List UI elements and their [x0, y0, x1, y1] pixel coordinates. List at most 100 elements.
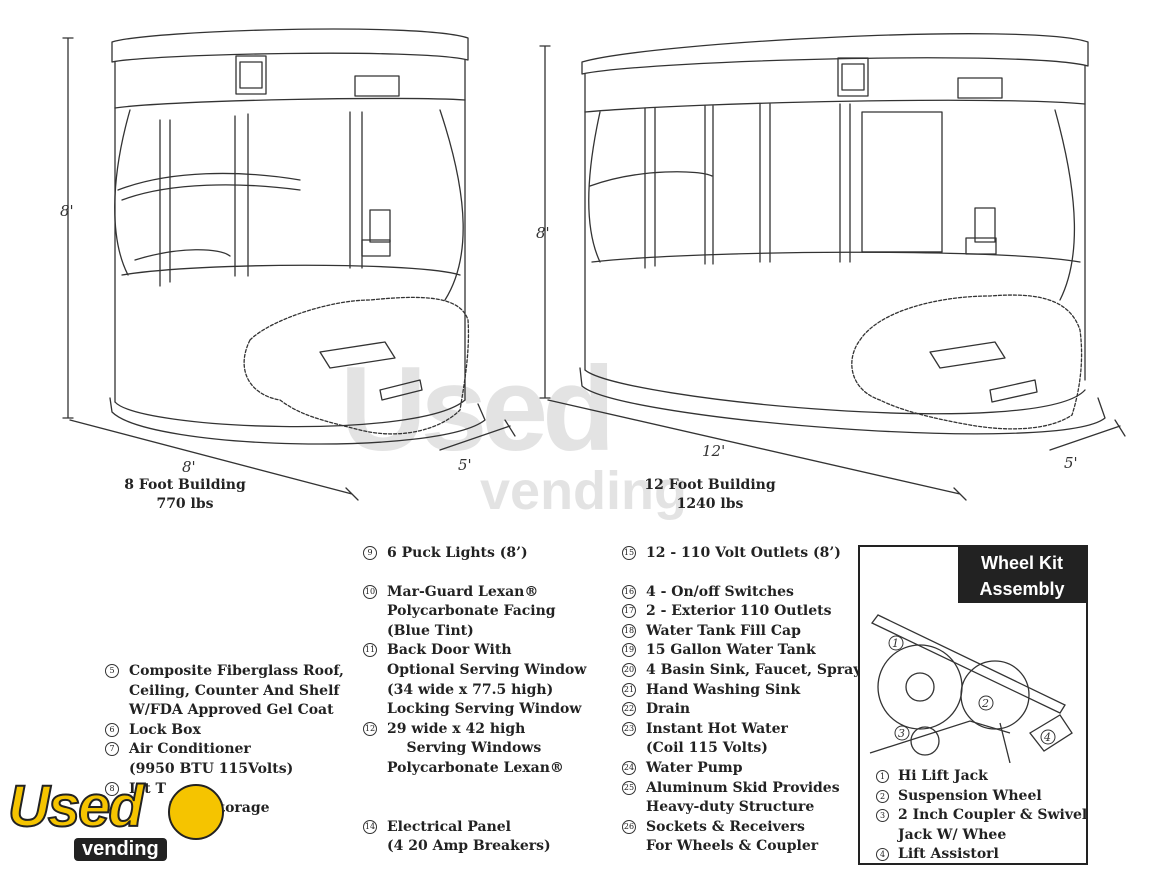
legend-num: 16: [622, 584, 636, 599]
legend-item-20: 20 4 Basin Sink, Faucet, Sprayer: [622, 661, 878, 681]
piggy-bank-icon: [168, 784, 224, 840]
caption-8ft-title: 8 Foot Building: [124, 477, 246, 493]
legend-text: 15 Gallon Water Tank: [646, 642, 816, 659]
legend-text: Instant Hot Water (Coil 115 Volts): [646, 720, 788, 757]
dim-width-12ft: 5': [1064, 454, 1078, 472]
legend-column-3: 15 12 - 110 Volt Outlets (8’) 16 4 - On/of…: [622, 544, 878, 857]
building-12ft-drawing: [539, 33, 1126, 501]
legend-item-7: 7 Air Conditioner (9950 BTU 115Volts): [105, 740, 344, 779]
legend-num: 18: [622, 623, 636, 638]
legend-num: 14: [363, 819, 377, 834]
legend-num: 25: [622, 780, 636, 795]
wheel-item-4: 4 Lift Assistorl: [876, 845, 1087, 865]
legend-num: 1: [876, 770, 889, 783]
legend-num: 4: [876, 848, 889, 862]
building-8ft-drawing: [62, 28, 516, 501]
wheel-kit-legend: 1 Hi Lift Jack 2 Suspension Wheel 3 2 Inch …: [876, 767, 1087, 865]
legend-text: Hand Washing Sink: [646, 681, 801, 698]
legend-column-2: 9 6 Puck Lights (8’) 10 Mar-Guard Lexan® P…: [363, 544, 586, 857]
legend-item-18: 18 Water Tank Fill Cap: [622, 622, 878, 642]
wheel-item-3: 3 2 Inch Coupler & Swivel Jack W/ Whee: [876, 806, 1087, 845]
caption-12ft-title: 12 Foot Building: [644, 477, 776, 493]
legend-num: 21: [622, 682, 636, 697]
legend-num: 3: [876, 809, 889, 823]
legend-text: Hi Lift Jack: [898, 768, 988, 784]
wheel-kit-title: Wheel Kit Assembly: [958, 547, 1086, 603]
legend-num: 26: [622, 819, 636, 834]
legend-num: 5: [105, 664, 119, 678]
legend-num: 2: [876, 789, 889, 803]
svg-text:2: 2: [981, 697, 989, 710]
wheel-kit-title-text: Wheel Kit Assembly: [979, 553, 1065, 599]
legend-text: Composite Fiberglass Roof, Ceiling, Coun…: [129, 663, 344, 719]
dim-length-12ft: 12': [702, 442, 725, 460]
legend-text: Drain: [646, 701, 691, 718]
legend-num: 10: [363, 584, 377, 599]
dim-width-8ft: 5': [458, 456, 472, 474]
legend-num: 7: [105, 742, 119, 757]
legend-text: 12 - 110 Volt Outlets (8’): [646, 545, 841, 561]
legend-text: 6 Puck Lights (8’): [387, 545, 528, 561]
legend-num: 11: [363, 643, 377, 658]
legend-text: Air Conditioner (9950 BTU 115Volts): [129, 741, 294, 777]
legend-num: 12: [363, 721, 377, 736]
legend-text: 2 Inch Coupler & Swivel Jack W/ Whee: [898, 807, 1088, 843]
legend-text: Back Door With Optional Serving Window (…: [387, 642, 587, 718]
dim-length-8ft: 8': [182, 458, 196, 476]
legend-item-23: 23 Instant Hot Water (Coil 115 Volts): [622, 720, 878, 759]
caption-12ft: 12 Foot Building 1240 lbs: [630, 476, 790, 514]
caption-8ft: 8 Foot Building 770 lbs: [110, 476, 260, 514]
caption-12ft-weight: 1240 lbs: [676, 496, 744, 512]
legend-item-10: 10 Mar-Guard Lexan® Polycarbonate Facing …: [363, 583, 586, 642]
legend-num: 8: [105, 781, 119, 796]
svg-text:3: 3: [898, 727, 905, 740]
legend-num: 22: [622, 702, 636, 717]
legend-text: Aluminum Skid Provides Heavy-duty Struct…: [646, 779, 840, 816]
legend-num: 19: [622, 643, 636, 658]
legend-text: 4 - On/off Switches: [646, 583, 794, 600]
wheel-kit-panel: Wheel Kit Assembly 1 2 3 4 1 Hi Lift Jack…: [858, 545, 1088, 865]
legend-item-22: 22 Drain: [622, 700, 878, 720]
legend-num: 15: [622, 546, 636, 560]
svg-text:4: 4: [1043, 731, 1051, 744]
wheel-kit-drawing: 1 2 3 4: [869, 614, 1073, 763]
dim-height-12ft: 8': [536, 224, 550, 242]
legend-text: Mar-Guard Lexan® Polycarbonate Facing (B…: [387, 583, 556, 639]
legend-item-11: 11 Back Door With Optional Serving Window…: [363, 641, 586, 719]
legend-text: Water Tank Fill Cap: [646, 622, 801, 639]
legend-text: Sockets & Receivers For Wheels & Coupler: [646, 818, 819, 855]
legend-item-26: 26 Sockets & Receivers For Wheels & Coupl…: [622, 818, 878, 857]
legend-text: Lit T: [129, 780, 166, 797]
legend-text: 2 - Exterior 110 Outlets: [646, 603, 832, 620]
used-vending-logo: Used vending: [7, 774, 228, 870]
legend-item-25: 25 Aluminum Skid Provides Heavy-duty Stru…: [622, 779, 878, 818]
legend-column-1: 5 Composite Fiberglass Roof, Ceiling, Cou…: [105, 662, 344, 819]
caption-8ft-weight: 770 lbs: [156, 496, 214, 512]
legend-text: Water Pump: [646, 759, 743, 776]
legend-num: 20: [622, 662, 636, 677]
legend-item-14: 14 Electrical Panel (4 20 Amp Breakers): [363, 818, 586, 857]
legend-text: Electrical Panel (4 20 Amp Breakers): [387, 818, 551, 855]
logo-used-text: Used: [7, 774, 145, 839]
legend-text: Lock Box: [129, 721, 201, 738]
legend-item-21: 21 Hand Washing Sink: [622, 681, 878, 701]
legend-item-24: 24 Water Pump: [622, 759, 878, 779]
legend-num: 9: [363, 546, 377, 560]
building-diagrams: 8' 8' 5' 8' 12' 5': [60, 28, 1126, 501]
legend-num: 23: [622, 721, 636, 736]
legend-item-15: 15 12 - 110 Volt Outlets (8’): [622, 544, 878, 564]
legend-item-8: 8 Lit T: [105, 780, 344, 800]
legend-text: Suspension Wheel: [898, 787, 1042, 804]
logo-vending-text: vending: [74, 838, 167, 861]
legend-item-19: 19 15 Gallon Water Tank: [622, 641, 878, 661]
legend-item-16: 16 4 - On/off Switches: [622, 583, 878, 603]
legend-item-5: 5 Composite Fiberglass Roof, Ceiling, Cou…: [105, 662, 344, 721]
legend-num: 24: [622, 760, 636, 775]
legend-text: Lift Assistorl: [898, 846, 999, 863]
svg-text:1: 1: [892, 637, 899, 650]
legend-text: 4 Basin Sink, Faucet, Sprayer: [646, 661, 878, 678]
wheel-item-2: 2 Suspension Wheel: [876, 787, 1087, 807]
